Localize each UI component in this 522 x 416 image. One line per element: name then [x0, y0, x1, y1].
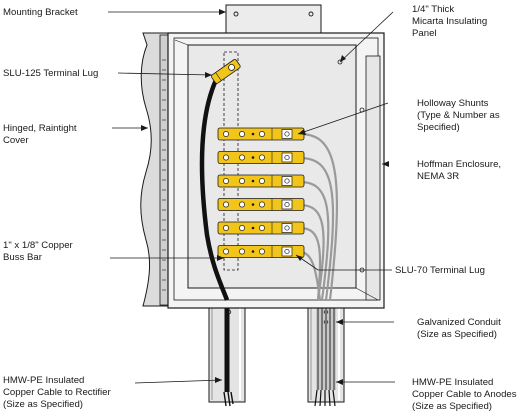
label-cover-line1: Hinged, Raintight	[3, 123, 77, 134]
label-slu125: SLU-125 Terminal Lug	[3, 68, 98, 79]
label-conduit-line1: Galvanized Conduit	[417, 317, 501, 328]
label-shunts-line3: Specified)	[417, 122, 460, 133]
label-cover-line2: Cover	[3, 135, 29, 146]
hinge-segments	[162, 59, 166, 291]
label-micarta-line1: 1/4" Thick	[412, 4, 454, 15]
label-buss-line2: Buss Bar	[3, 252, 43, 263]
label-conduit-line2: (Size as Specified)	[417, 329, 497, 340]
label-hoffman-line1: Hoffman Enclosure,	[417, 159, 501, 170]
shunt	[217, 127, 305, 141]
label-shunts-line1: Holloway Shunts	[417, 98, 489, 109]
label-anode-line1: HMW-PE Insulated	[412, 377, 493, 388]
shunt	[217, 174, 305, 188]
label-shunts-line2: (Type & Number as	[417, 110, 500, 121]
label-anode-line2: Copper Cable to Anodes	[412, 389, 517, 400]
label-rectifier-line2: Copper Cable to Rectifier	[3, 387, 112, 398]
label-buss-line1: 1" x 1/8" Copper	[3, 240, 74, 251]
labels: Mounting Bracket 1/4" Thick Micarta Insu…	[3, 4, 517, 412]
rectifier-cable-inside	[199, 79, 230, 301]
arrowheads	[141, 9, 389, 385]
micarta-panel	[174, 39, 379, 301]
anode-cables	[314, 300, 336, 407]
shunt	[217, 221, 305, 235]
label-micarta-line3: Panel	[412, 28, 437, 39]
label-hoffman-line2: NEMA 3R	[417, 171, 459, 182]
shunt	[217, 198, 305, 211]
shunt	[217, 151, 305, 164]
holloway-shunts	[217, 127, 305, 258]
shunt-wires	[299, 132, 338, 301]
label-rectifier-line1: HMW-PE Insulated	[3, 375, 84, 386]
label-slu70: SLU-70 Terminal Lug	[395, 265, 485, 276]
label-mounting-bracket: Mounting Bracket	[3, 7, 78, 18]
mounting-bracket	[225, 4, 322, 34]
shunt	[217, 245, 305, 258]
label-micarta-line2: Micarta Insulating	[412, 16, 487, 27]
label-anode-line3: (Size as Specified)	[412, 401, 492, 411]
slu125-terminal-lug	[211, 59, 241, 84]
label-rectifier-line3: (Size as Specified)	[3, 399, 83, 410]
